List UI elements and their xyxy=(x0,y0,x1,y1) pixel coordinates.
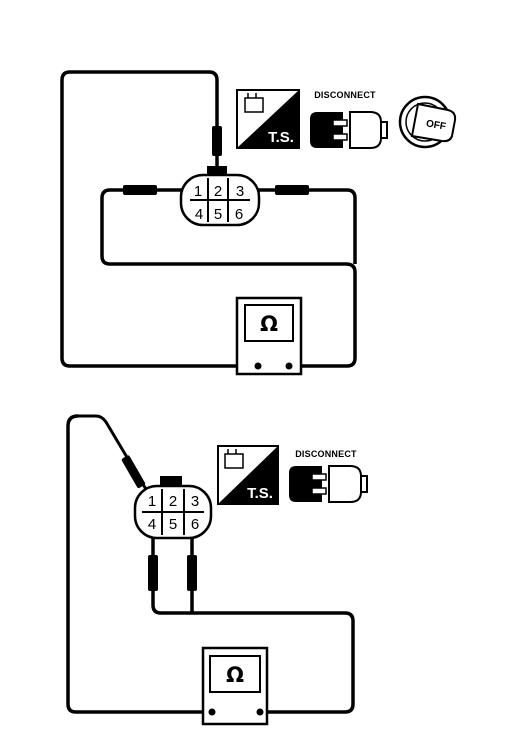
wire-pin4-lead xyxy=(151,525,355,714)
diagram-1: 1 2 3 4 5 6 Ω T.S. DISCONNECT xyxy=(60,70,457,376)
wire-pin1-loop xyxy=(100,188,357,368)
ts-label: T.S. xyxy=(247,485,273,502)
connector-1: 1 2 3 4 5 6 xyxy=(179,166,261,227)
disconnect-label: DISCONNECT xyxy=(295,449,357,459)
ohm-symbol: Ω xyxy=(226,663,244,687)
tester-ts-icon: T.S. xyxy=(236,89,300,149)
wire-probe-diagonal xyxy=(78,414,152,497)
disconnect-label: DISCONNECT xyxy=(314,90,376,100)
probe-sleeve-pin4 xyxy=(148,555,158,591)
connector-2: 1 2 3 4 5 6 xyxy=(133,476,213,540)
disconnect-connector-icon: DISCONNECT xyxy=(310,90,388,149)
ohm-symbol: Ω xyxy=(260,312,278,336)
pin-6-label: 6 xyxy=(191,516,199,533)
tester-ts-icon: T.S. xyxy=(217,445,279,505)
ignition-off-label: OFF xyxy=(425,118,447,132)
probe-sleeve-left xyxy=(123,185,157,195)
pin-5-label: 5 xyxy=(169,516,177,533)
probe-sleeve-right xyxy=(275,185,309,195)
pin-2-label: 2 xyxy=(169,493,177,510)
disconnect-connector-icon: DISCONNECT xyxy=(289,449,368,503)
pin-6-label: 6 xyxy=(235,206,243,223)
wire-probe-to-meter-left xyxy=(66,414,212,714)
ohmmeter-icon: Ω xyxy=(235,296,303,376)
ts-label: T.S. xyxy=(268,129,294,146)
ignition-key-off-icon: OFF xyxy=(398,95,457,149)
pin-3-label: 3 xyxy=(236,183,244,200)
probe-sleeve-pin6 xyxy=(187,555,197,591)
probe-sleeve-diagonal xyxy=(121,455,146,488)
pin-4-label: 4 xyxy=(148,516,156,533)
pin-4-label: 4 xyxy=(195,206,203,223)
pin-3-label: 3 xyxy=(191,493,199,510)
probe-sleeve-top xyxy=(212,126,222,156)
diagram-2: 1 2 3 4 5 6 Ω T.S. DISCONNECT xyxy=(66,414,368,726)
pin-1-label: 1 xyxy=(194,183,202,200)
pin-2-label: 2 xyxy=(214,183,222,200)
pin-5-label: 5 xyxy=(214,206,222,223)
connector-tab xyxy=(207,166,227,176)
wire-pin2-to-meter-left xyxy=(60,70,258,368)
pin-1-label: 1 xyxy=(148,493,156,510)
wire-pin3-loop xyxy=(258,188,357,264)
ohmmeter-icon: Ω xyxy=(201,646,269,726)
